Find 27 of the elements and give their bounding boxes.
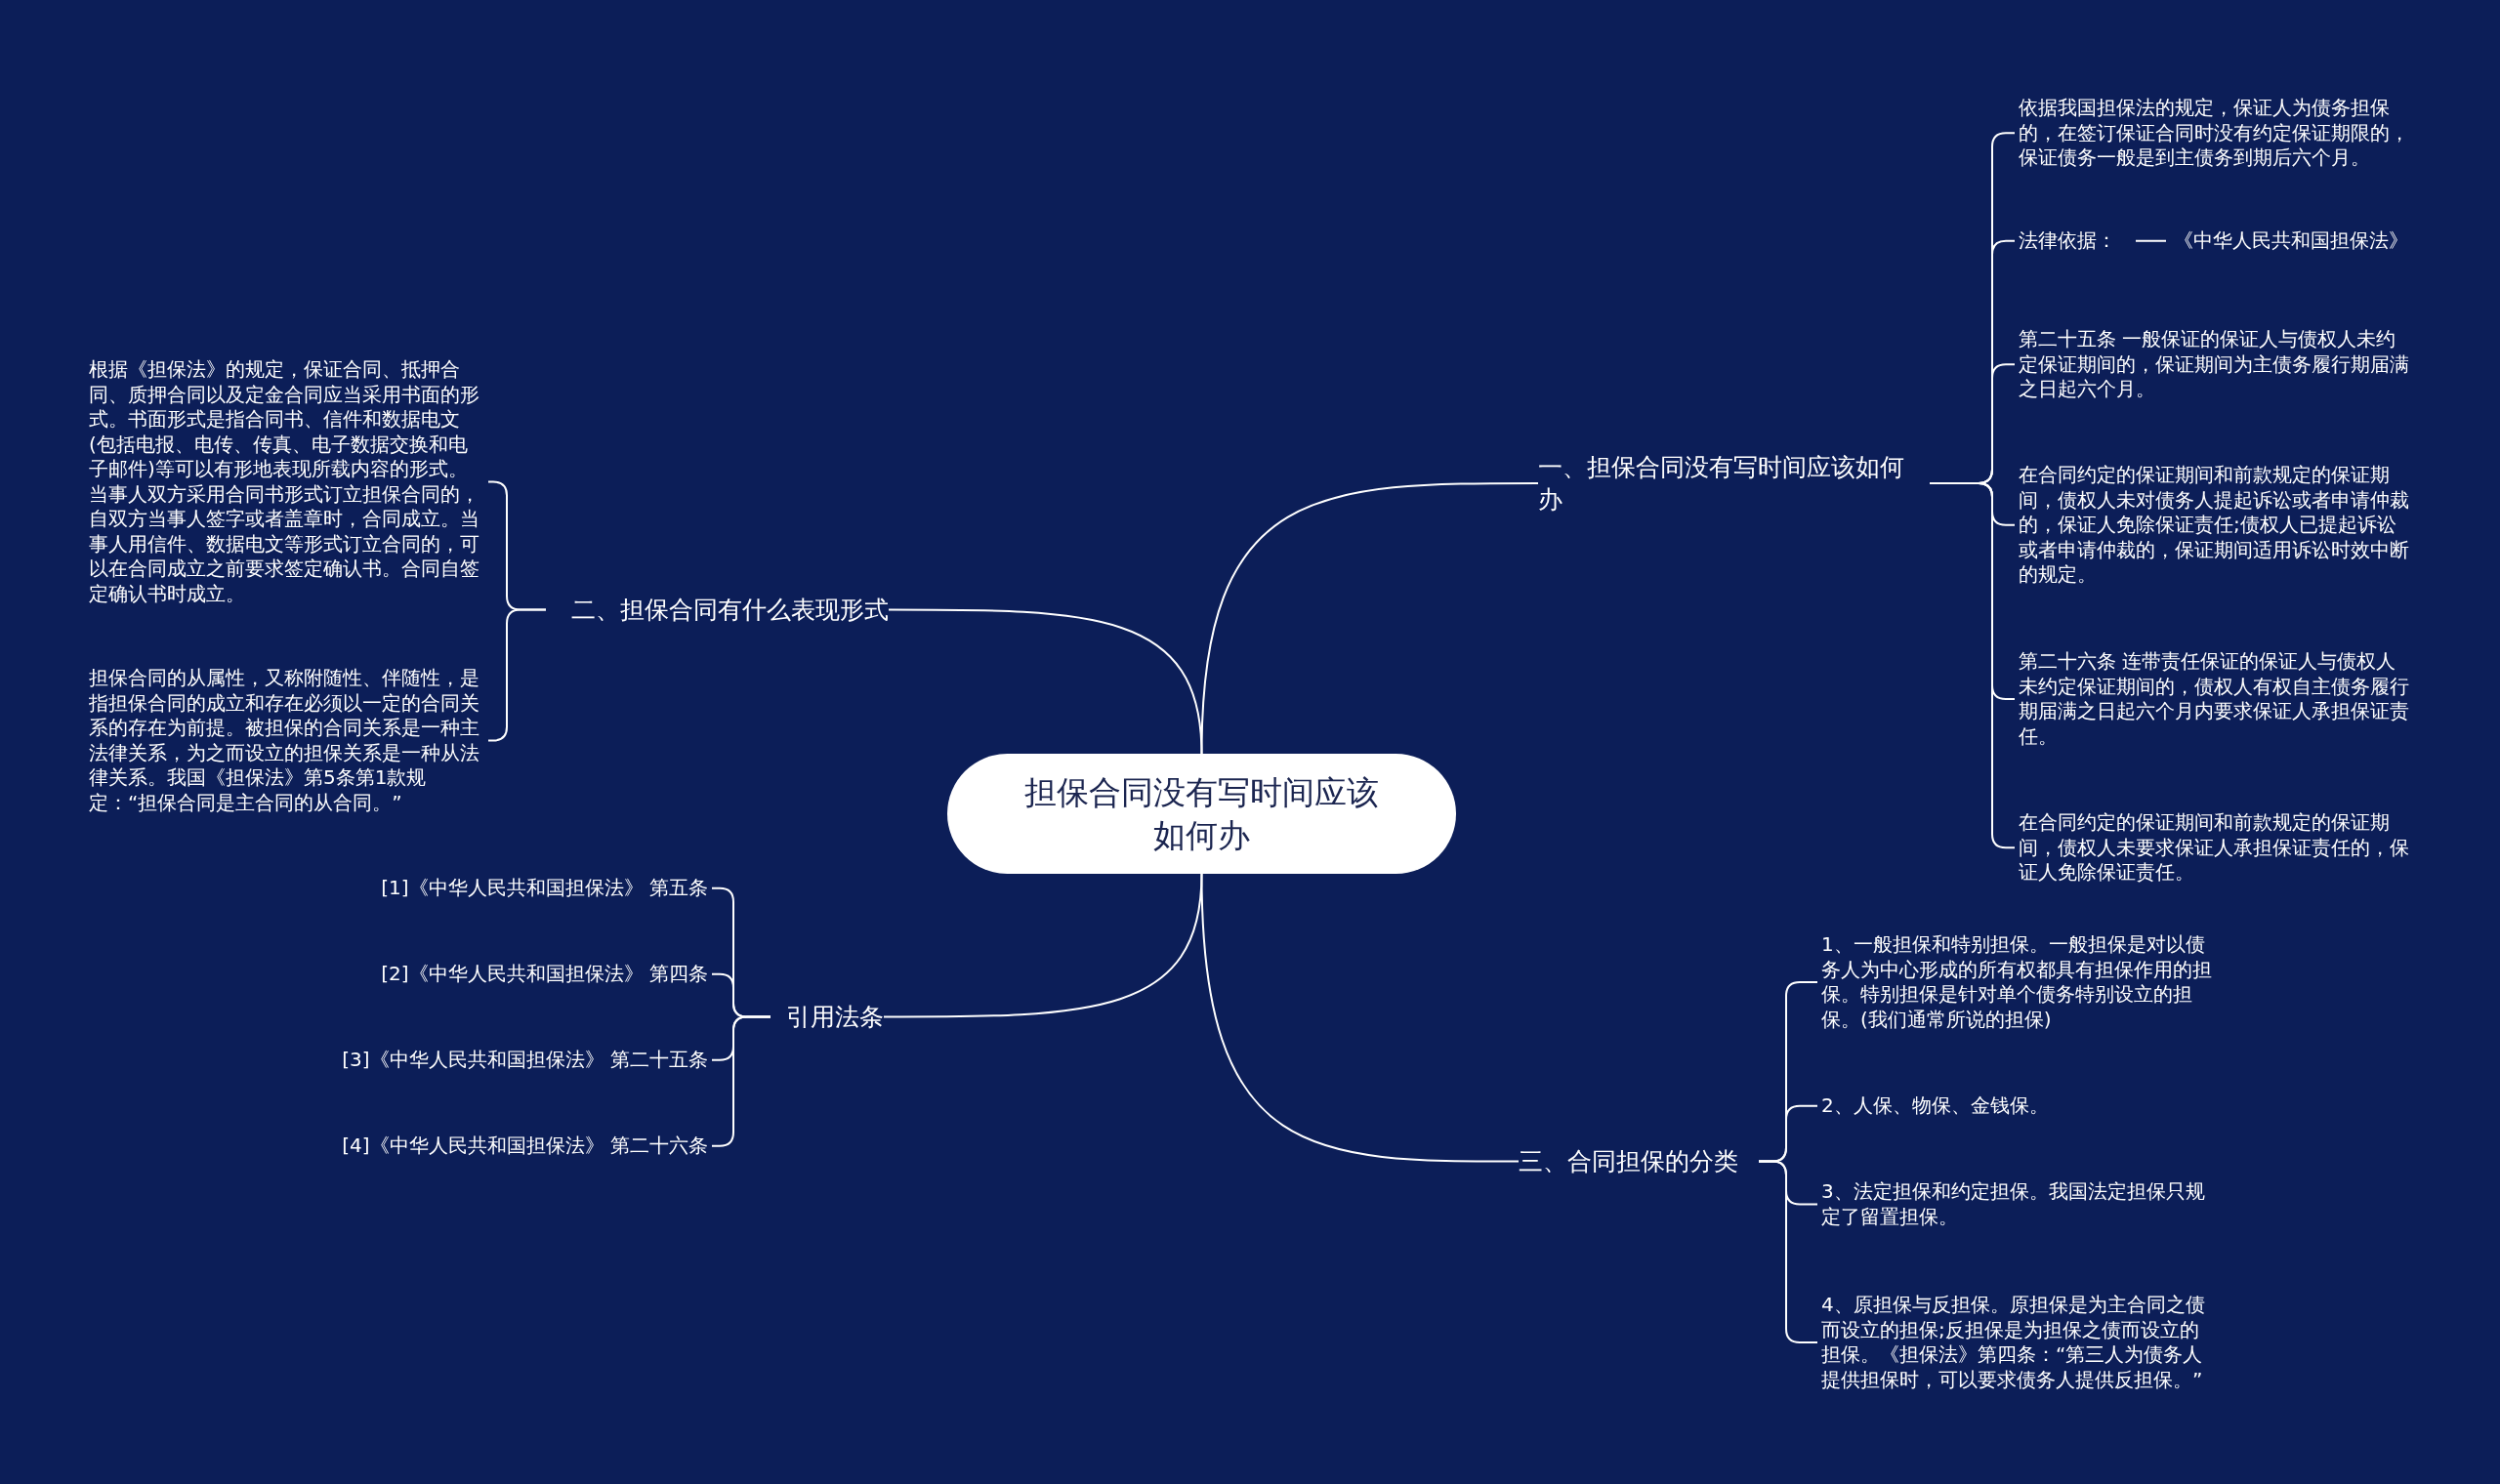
note-text: 根据《担保法》的规定，保证合同、抵押合同、质押合同以及定金合同应当采用书面的形式。书面形式是指合同书、信件和数据电文(包括电报、电传、传真、电子数据交换和电子邮件)等可以有形地表现所载内容的形式。当事人双方采用合同书形式订立担保合同的，自双方当事人签字或者盖章时，合同成立。当事人用信件、数据电文等形式订立合同的，可以在合同成立之前要求签定确认书。合同自签定确认书时成立。 [89, 357, 484, 606]
connector-line [883, 873, 1203, 1018]
branch-topic: 一、担保合同没有写时间应该如何办 [1538, 451, 1924, 515]
note-text: 依据我国担保法的规定，保证人为债务担保的，在签订保证合同时没有约定保证期限的，保证债务一般是到主债务到期后六个月。 [2019, 96, 2414, 171]
note-text: 担保合同的从属性，又称附随性、伴随性，是指担保合同的成立和存在必须以一定的合同关系的存在为前提。被担保的合同关系是一种主法律关系，为之而设立的担保关系是一种从法律关系。我国《担保法》第5条第1款规定：“担保合同是主合同的从合同。” [89, 666, 484, 815]
connector-line [1200, 873, 1520, 1163]
note-text: 4、原担保与反担保。原担保是为主合同之债而设立的担保;反担保是为担保之债而设立的担保。《担保法》第四条：“第三人为债务人提供担保时，可以要求债务人提供反担保。” [1821, 1293, 2217, 1392]
note-text: 法律依据： [2019, 228, 2128, 254]
note-text: 在合同约定的保证期间和前款规定的保证期间，债权人未要求保证人承担保证责任的，保证人免除保证责任。 [2019, 810, 2414, 886]
connector-line [888, 608, 1203, 755]
note-text: 第二十六条 连带责任保证的保证人与债权人未约定保证期间的，债权人有权自主债务履行期届满之日起六个月内要求保证人承担保证责任。 [2019, 649, 2414, 749]
note-text: 2、人保、物保、金钱保。 [1821, 1093, 2217, 1119]
note-text: 第二十五条 一般保证的保证人与债权人未约定保证期间的，保证期间为主债务履行期届满之日起六个月。 [2019, 327, 2414, 402]
branch-topic: 三、合同担保的分类 [1519, 1145, 1753, 1177]
connector-line [1200, 482, 1539, 755]
branch-topic: 引用法条 [776, 1001, 884, 1033]
note-text: 3、法定担保和约定担保。我国法定担保只规定了留置担保。 [1821, 1179, 2217, 1229]
note-text: 在合同约定的保证期间和前款规定的保证期间，债权人未对债务人提起诉讼或者申请仲裁的，保证人免除保证责任;债权人已提起诉讼或者申请仲裁的，保证期间适用诉讼时效中断的规定。 [2019, 463, 2414, 588]
reference-text: [4]《中华人民共和国担保法》 第二十六条 [337, 1134, 708, 1159]
reference-text: [3]《中华人民共和国担保法》 第二十五条 [337, 1048, 708, 1073]
connector-line [2135, 239, 2167, 242]
note-text: 《中华人民共和国担保法》 [2174, 228, 2418, 254]
branch-topic: 二、担保合同有什么表现形式 [552, 594, 889, 626]
reference-text: [1]《中华人民共和国担保法》 第五条 [337, 876, 708, 901]
reference-text: [2]《中华人民共和国担保法》 第四条 [337, 962, 708, 987]
topic-pill: 担保合同没有写时间应该如何办 [947, 754, 1456, 874]
note-text: 1、一般担保和特别担保。一般担保是对以债务人为中心形成的所有权都具有担保作用的担保。特别担保是针对单个债务特别设立的担保。(我们通常所说的担保) [1821, 932, 2217, 1032]
